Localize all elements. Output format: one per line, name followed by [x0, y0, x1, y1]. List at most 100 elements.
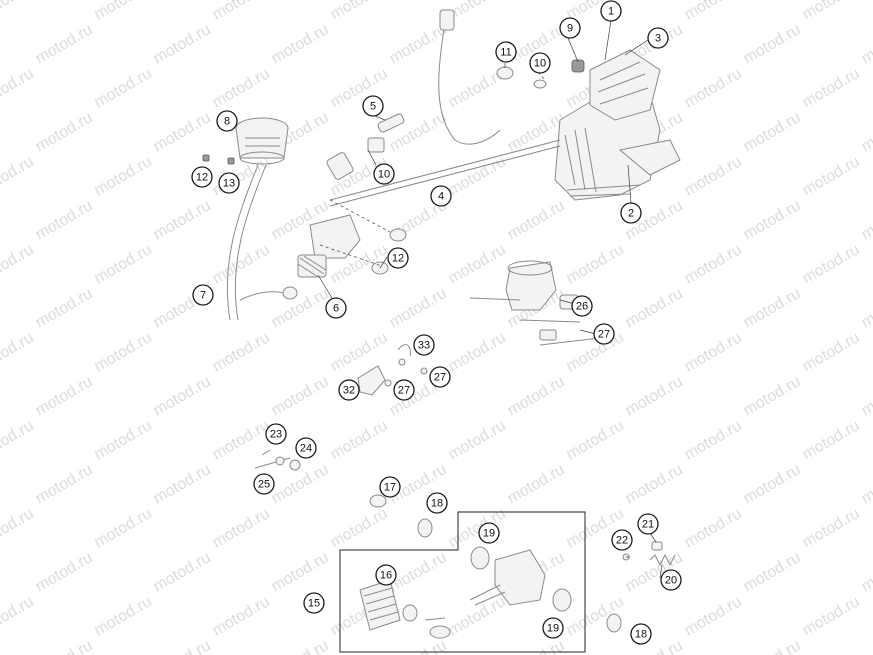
callout-24: 24 [295, 437, 317, 459]
callout-number: 27 [434, 372, 446, 384]
watermark-text: motod.ru [210, 329, 273, 375]
callout-10: 10 [373, 163, 395, 185]
callout-layer: 1234567891010111212131516171818191920212… [191, 0, 682, 645]
callout-circle [375, 564, 397, 586]
watermark-text: motod.ru [151, 197, 214, 243]
brake-caliper-assembly-drawing [554, 49, 681, 201]
watermark-text: motod.ru [682, 0, 745, 23]
callout-circle [430, 185, 452, 207]
watermark-text: motod.ru [33, 197, 96, 243]
watermark-text: motod.ru [0, 241, 37, 287]
watermark-text: motod.ru [800, 505, 863, 551]
callout-number: 27 [598, 329, 610, 341]
callout-number: 19 [483, 528, 495, 540]
callout-26: 26 [571, 295, 593, 317]
part-drawings [202, 9, 681, 653]
watermark-text: motod.ru [741, 285, 804, 331]
watermark-text: motod.ru [33, 373, 96, 419]
cap-drawing [496, 66, 514, 80]
watermark-text: motod.ru [682, 329, 745, 375]
watermark-text: motod.ru [741, 549, 804, 595]
watermark-text: motod.ru [151, 373, 214, 419]
callout-number: 8 [224, 116, 230, 128]
callout-23: 23 [265, 423, 287, 445]
watermark-text: motod.ru [800, 0, 863, 23]
callout-circle [218, 172, 240, 194]
watermark-text: motod.ru [859, 21, 873, 67]
master-cylinder-drawing [282, 214, 407, 300]
watermark-text: motod.ru [741, 197, 804, 243]
watermark-text: motod.ru [151, 21, 214, 67]
callout-22: 22 [611, 529, 633, 551]
watermark-text: motod.ru [800, 65, 863, 111]
watermark-text: motod.ru [269, 637, 332, 655]
watermark-text: motod.ru [33, 461, 96, 507]
lever-assembly-drawing [469, 260, 601, 346]
callout-number: 1 [608, 6, 614, 18]
pin-drawing [254, 449, 301, 471]
watermark-text: motod.ru [741, 21, 804, 67]
watermark-text: motod.ru [92, 153, 155, 199]
callout-circle [253, 473, 275, 495]
watermark-text: motod.ru [92, 65, 155, 111]
watermark-text: motod.ru [505, 461, 568, 507]
reservoir-drawing [235, 117, 289, 165]
callout-circle [338, 379, 360, 401]
watermark-text: motod.ru [151, 637, 214, 655]
callout-circle [216, 110, 238, 132]
callout-13: 13 [218, 172, 240, 194]
switch-drawing [357, 344, 428, 396]
callout-number: 18 [431, 498, 443, 510]
callout-18: 18 [426, 492, 448, 514]
watermark-text: motod.ru [0, 65, 37, 111]
callout-6: 6 [325, 297, 347, 319]
callout-circle [265, 423, 287, 445]
callout-number: 7 [200, 290, 206, 302]
watermark-text: motod.ru [446, 417, 509, 463]
seal-ring-drawing-2 [606, 613, 622, 633]
callout-7: 7 [192, 284, 214, 306]
watermark-text: motod.ru [210, 505, 273, 551]
watermark-text: motod.ru [859, 197, 873, 243]
watermark-text: motod.ru [328, 329, 391, 375]
callout-circle [559, 17, 581, 39]
watermark-text: motod.ru [623, 461, 686, 507]
callout-3: 3 [647, 27, 669, 49]
callout-15: 15 [303, 592, 325, 614]
watermark-text: motod.ru [151, 109, 214, 155]
callout-19: 19 [542, 617, 564, 639]
callout-circle [600, 0, 622, 22]
watermark-text: motod.ru [505, 373, 568, 419]
watermark-text: motod.ru [859, 549, 873, 595]
callout-circle [295, 437, 317, 459]
callout-circle [303, 592, 325, 614]
callout-circle [379, 476, 401, 498]
watermark-text: motod.ru [741, 637, 804, 655]
callout-number: 22 [616, 535, 628, 547]
callout-9: 9 [559, 17, 581, 39]
watermark-text: motod.ru [859, 637, 873, 655]
watermark-text: motod.ru [682, 241, 745, 287]
callout-number: 26 [576, 301, 588, 313]
watermark-text: motod.ru [623, 637, 686, 655]
nut-drawing [571, 59, 585, 73]
callout-number: 24 [300, 443, 312, 455]
callout-circle [637, 513, 659, 535]
callout-circle [192, 284, 214, 306]
watermark-text: motod.ru [446, 153, 509, 199]
watermark-text: motod.ru [33, 21, 96, 67]
callout-circle [387, 247, 409, 269]
callout-1: 1 [600, 0, 622, 22]
bushing-drawing [369, 494, 387, 508]
watermark-text: motod.ru [92, 417, 155, 463]
callout-circle [647, 27, 669, 49]
callout-circle [593, 323, 615, 345]
callout-25: 25 [253, 473, 275, 495]
watermark-text: motod.ru [269, 21, 332, 67]
watermark-text: motod.ru [210, 65, 273, 111]
callout-circle [426, 492, 448, 514]
callout-circle [630, 623, 652, 645]
watermark-text: motod.ru [210, 241, 273, 287]
watermark-text: motod.ru [0, 0, 37, 23]
callout-number: 21 [642, 519, 654, 531]
